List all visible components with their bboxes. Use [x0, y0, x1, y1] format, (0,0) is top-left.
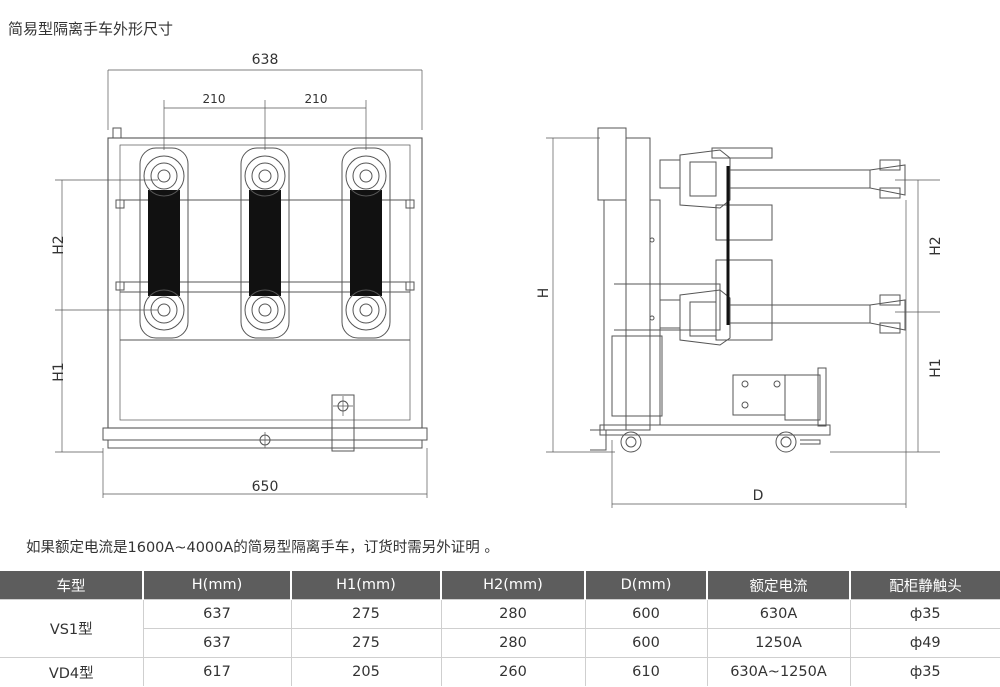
dim-bottom-width: 650 [252, 479, 279, 495]
truck-drawing: 638 210 210 650 H2 H1 [51, 52, 944, 508]
cell: ф49 [849, 628, 1000, 658]
cell: 600 [584, 628, 707, 658]
dim-d-side: D [753, 488, 764, 504]
cell: 260 [440, 657, 585, 686]
dim-h-side: H [536, 288, 552, 299]
cell: 630A~1250A [706, 657, 850, 686]
dim-pitch-left: 210 [203, 92, 226, 106]
cell: 275 [290, 599, 441, 629]
table-row: VD4型 617 205 260 610 630A~1250A ф35 [0, 657, 1000, 686]
cell: 280 [440, 628, 585, 658]
model-cell: VD4型 [0, 657, 143, 686]
header-contact: 配柜静触头 [849, 571, 1000, 600]
cell: 630A [706, 599, 850, 629]
dim-h2-side: H2 [928, 236, 944, 255]
spec-table: 车型 H(mm) H1(mm) H2(mm) D(mm) 额定电流 配柜静触头 … [0, 571, 1000, 686]
pole-right [341, 147, 391, 339]
cell: 280 [440, 599, 585, 629]
cell: ф35 [849, 599, 1000, 629]
header-h1: H1(mm) [290, 571, 441, 600]
order-note: 如果额定电流是1600A~4000A的简易型隔离手车，订货时需另外证明 。 [26, 540, 499, 556]
dim-pitch-right: 210 [305, 92, 328, 106]
cell: ф35 [849, 657, 1000, 686]
dim-top-width: 638 [252, 52, 279, 68]
cell: 610 [584, 657, 707, 686]
dim-h1-front: H1 [51, 362, 67, 381]
page-title: 简易型隔离手车外形尺寸 [8, 20, 174, 38]
model-cell: VS1型 [0, 599, 143, 658]
table-row: 637 275 280 600 1250A ф49 [0, 628, 1000, 658]
header-h2: H2(mm) [440, 571, 585, 600]
side-view [546, 127, 940, 508]
cell: 275 [290, 628, 441, 658]
cell: 637 [142, 599, 291, 629]
table-row: VS1型 637 275 280 600 630A ф35 [0, 599, 1000, 658]
cell: 617 [142, 657, 291, 686]
dim-h1-side: H1 [928, 358, 944, 377]
header-model: 车型 [0, 571, 143, 600]
pole-left [139, 147, 189, 339]
cell: 637 [142, 628, 291, 658]
dim-h2-front: H2 [51, 235, 67, 254]
cell: 600 [584, 599, 707, 629]
pole-middle [240, 147, 290, 339]
cell: 1250A [706, 628, 850, 658]
cell: 205 [290, 657, 441, 686]
header-rated-current: 额定电流 [706, 571, 850, 600]
table-header-row: 车型 H(mm) H1(mm) H2(mm) D(mm) 额定电流 配柜静触头 [0, 571, 1000, 600]
header-h: H(mm) [142, 571, 291, 600]
header-d: D(mm) [584, 571, 707, 600]
